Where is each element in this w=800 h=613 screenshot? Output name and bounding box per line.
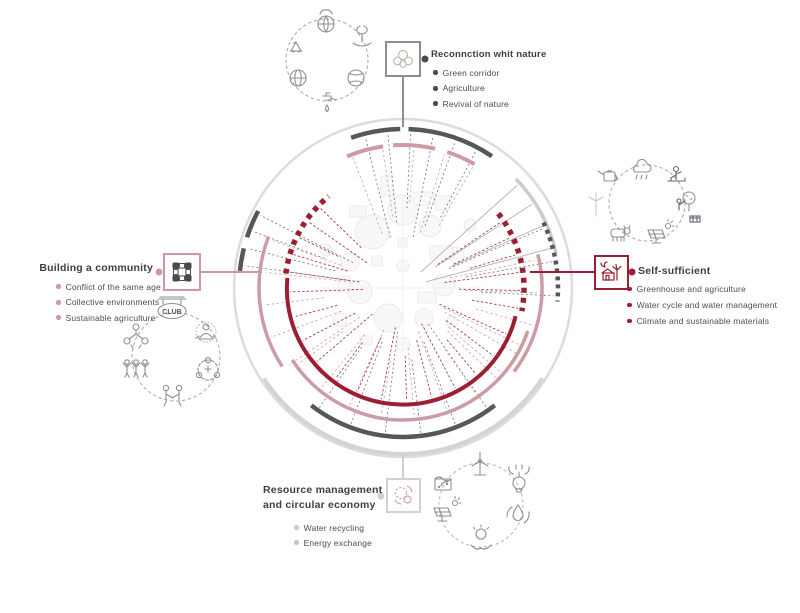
rain-cloud-icon (633, 158, 652, 180)
community-node-dot (155, 268, 163, 276)
self-sufficient-section-label: Self-sufficient (638, 265, 710, 278)
list-item: Energy exchange (294, 535, 372, 550)
nature-node-dot (421, 55, 429, 63)
circular-gears-icon (394, 485, 413, 505)
farm-cycle-cluster (588, 158, 701, 244)
handshake-icon (162, 384, 183, 407)
wind-turbine-icon (471, 451, 489, 476)
bullet-dot (627, 318, 632, 324)
resource-box (386, 478, 421, 513)
community-section-label: Building a community (20, 262, 153, 275)
bullet-dot (627, 302, 632, 308)
faucet-icon (322, 92, 337, 113)
community-cycle-cluster: CLUB (122, 296, 221, 407)
solar-panel-icon (433, 495, 462, 522)
fruit-tree-icon (676, 191, 696, 212)
building-blocks-icon (172, 262, 192, 282)
bullet-dot (433, 101, 438, 107)
globe-icon (289, 69, 307, 87)
cycle-ring (438, 462, 524, 548)
leaf-icon (347, 69, 365, 87)
section-title: Self-sufficient (638, 265, 711, 277)
solar-panel-icon (647, 218, 675, 244)
nature-section-label: Reconnction whit nature (431, 48, 546, 61)
recycling-icon (289, 41, 303, 53)
cow-icon (610, 225, 631, 242)
bullet-dot (56, 315, 61, 321)
nature-box (385, 41, 421, 77)
list-item: Climate and sustainable materials (627, 313, 777, 329)
self-sufficient-node-dot (628, 268, 636, 276)
meditation-icon (195, 321, 217, 343)
energy-cycle-cluster (433, 451, 530, 550)
network-icon (123, 323, 149, 349)
list-item: Sustainable agriculture (56, 310, 161, 326)
collaboration-icon (195, 356, 221, 381)
compost-icon (434, 476, 452, 491)
bullet-dot (56, 284, 61, 290)
list-item: Water recycling (294, 520, 372, 535)
section-title: Reconnction whit nature (431, 49, 547, 60)
self-sufficient-box (594, 255, 629, 290)
connector-lines (155, 55, 636, 500)
basket-icon (689, 215, 701, 223)
resource-node-dot (377, 492, 385, 500)
bullet-dot (433, 85, 438, 91)
idea-hands-icon (470, 524, 492, 550)
nature-bullet-list: Green corridor Agriculture Revival of na… (433, 65, 509, 112)
community-bullet-list: Conflict of the same age Collective envi… (56, 279, 161, 326)
people-icon (122, 359, 150, 378)
resource-bullet-list: Water recycling Energy exchange (294, 520, 372, 550)
list-item: Water cycle and water management (627, 297, 777, 313)
windmill-icon (588, 192, 604, 217)
list-item: Agriculture (433, 81, 509, 97)
water-recycle-icon (506, 504, 530, 524)
list-item: Green corridor (433, 65, 509, 81)
bullet-dot (294, 525, 299, 530)
hand-sprout-icon (352, 25, 372, 47)
bullet-dot (294, 540, 299, 545)
cycle-ring (131, 312, 221, 402)
earth-icon (317, 9, 335, 33)
gardener-icon (667, 165, 686, 182)
bullet-dot (627, 286, 632, 292)
watering-can-icon (597, 170, 618, 182)
green-plug-icon (508, 464, 530, 493)
site-plan-sketch (319, 175, 486, 356)
bullet-dot (56, 299, 61, 305)
section-title-line1: Resource management (263, 484, 383, 496)
self-sufficient-bullet-list: Greenhouse and agriculture Water cycle a… (627, 281, 777, 329)
club-sign-icon: CLUB (157, 296, 187, 320)
list-item: Conflict of the same age (56, 279, 161, 295)
section-title-line2: and circular economy (263, 499, 376, 511)
bullet-dot (433, 70, 438, 76)
radial-arcs-and-spokes (232, 117, 574, 459)
club-sign-label: CLUB (162, 309, 181, 316)
list-item: Revival of nature (433, 96, 509, 112)
community-box (163, 253, 201, 291)
nature-cycle-cluster (285, 9, 372, 113)
farm-house-icon (600, 261, 622, 281)
resource-section-label: Resource management and circular economy (263, 483, 388, 513)
list-item: Collective environments (56, 295, 161, 311)
section-title: Building a community (39, 262, 153, 274)
tree-icon (393, 49, 413, 68)
list-item: Greenhouse and agriculture (627, 281, 777, 297)
